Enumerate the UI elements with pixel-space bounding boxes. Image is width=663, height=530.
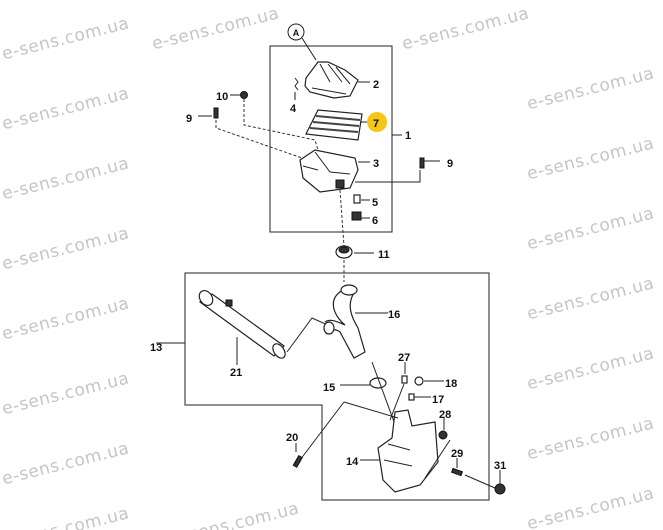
part-16-resonator-hose[interactable] bbox=[323, 284, 366, 359]
part-21-air-intake-duct[interactable] bbox=[196, 288, 287, 360]
callout-2[interactable]: 2 bbox=[373, 79, 379, 91]
callout-15[interactable]: 15 bbox=[323, 382, 335, 394]
part-27-clip[interactable] bbox=[401, 375, 408, 384]
group-box-13 bbox=[184, 272, 490, 501]
callout-27[interactable]: 27 bbox=[398, 352, 410, 364]
part-20-bolt[interactable] bbox=[292, 454, 303, 468]
part-9-bolt-left[interactable] bbox=[213, 107, 219, 119]
group-box-1 bbox=[269, 45, 393, 233]
callout-20[interactable]: 20 bbox=[286, 432, 298, 444]
part-31-nut[interactable] bbox=[494, 483, 506, 495]
callout-9-left[interactable]: 9 bbox=[186, 113, 192, 125]
view-a-label: A bbox=[293, 28, 300, 38]
callout-5[interactable]: 5 bbox=[372, 197, 378, 209]
part-14-resonator[interactable] bbox=[377, 409, 439, 493]
highlight-marker[interactable] bbox=[367, 112, 387, 132]
callout-29[interactable]: 29 bbox=[451, 448, 463, 460]
part-2-air-cleaner-cover[interactable] bbox=[304, 61, 359, 99]
callout-4[interactable]: 4 bbox=[290, 103, 297, 115]
callout-10[interactable]: 10 bbox=[216, 91, 228, 103]
part-5-insulator[interactable] bbox=[353, 194, 361, 204]
part-9-bolt-right[interactable] bbox=[419, 157, 425, 169]
part-6-mount-rubber[interactable] bbox=[351, 211, 362, 221]
callout-7[interactable]: 7 bbox=[373, 118, 379, 130]
view-a-marker bbox=[287, 23, 305, 41]
part-17-valve[interactable] bbox=[408, 393, 415, 401]
part-7-air-filter[interactable] bbox=[305, 109, 363, 141]
part-18-cap[interactable] bbox=[414, 376, 424, 386]
part-11-grommet[interactable] bbox=[335, 245, 353, 259]
callout-17[interactable]: 17 bbox=[432, 394, 444, 406]
part-29-bolt[interactable] bbox=[450, 467, 464, 477]
callout-1[interactable]: 1 bbox=[405, 130, 411, 142]
callout-6[interactable]: 6 bbox=[372, 215, 378, 227]
callout-13[interactable]: 13 bbox=[150, 342, 162, 354]
callout-31[interactable]: 31 bbox=[494, 460, 506, 472]
callout-11[interactable]: 11 bbox=[378, 249, 390, 261]
part-3-air-cleaner-case[interactable] bbox=[299, 149, 359, 193]
callout-28[interactable]: 28 bbox=[439, 409, 451, 421]
callout-14[interactable]: 14 bbox=[346, 456, 359, 468]
part-10-grommet[interactable] bbox=[240, 91, 248, 99]
callout-16[interactable]: 16 bbox=[388, 309, 400, 321]
part-4-clip[interactable] bbox=[294, 77, 299, 91]
callout-9-right[interactable]: 9 bbox=[447, 158, 453, 170]
callout-18[interactable]: 18 bbox=[445, 378, 457, 390]
callout-21[interactable]: 21 bbox=[230, 367, 242, 379]
callout-3[interactable]: 3 bbox=[373, 158, 379, 170]
part-28-nut[interactable] bbox=[438, 430, 448, 440]
